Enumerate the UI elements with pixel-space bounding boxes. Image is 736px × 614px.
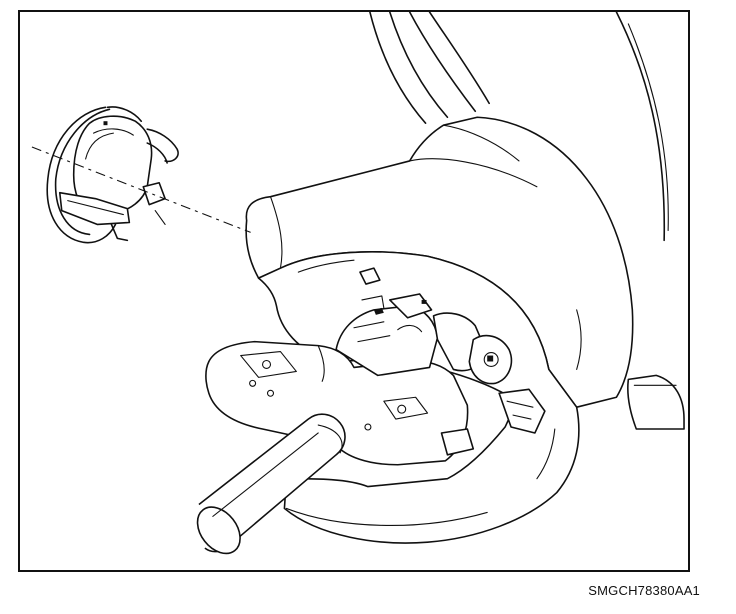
- dust-boot: [46, 106, 179, 244]
- column-trim-right: [627, 374, 685, 430]
- steering-column-illustration: [31, 12, 685, 555]
- figure-frame: [18, 10, 690, 572]
- lock-mechanism: [335, 267, 546, 456]
- steering-wheel-rim: [369, 12, 669, 242]
- figure-caption: SMGCH78380AA1: [588, 583, 700, 598]
- steering-shaft: [196, 413, 346, 555]
- center-axis-line: [31, 146, 251, 233]
